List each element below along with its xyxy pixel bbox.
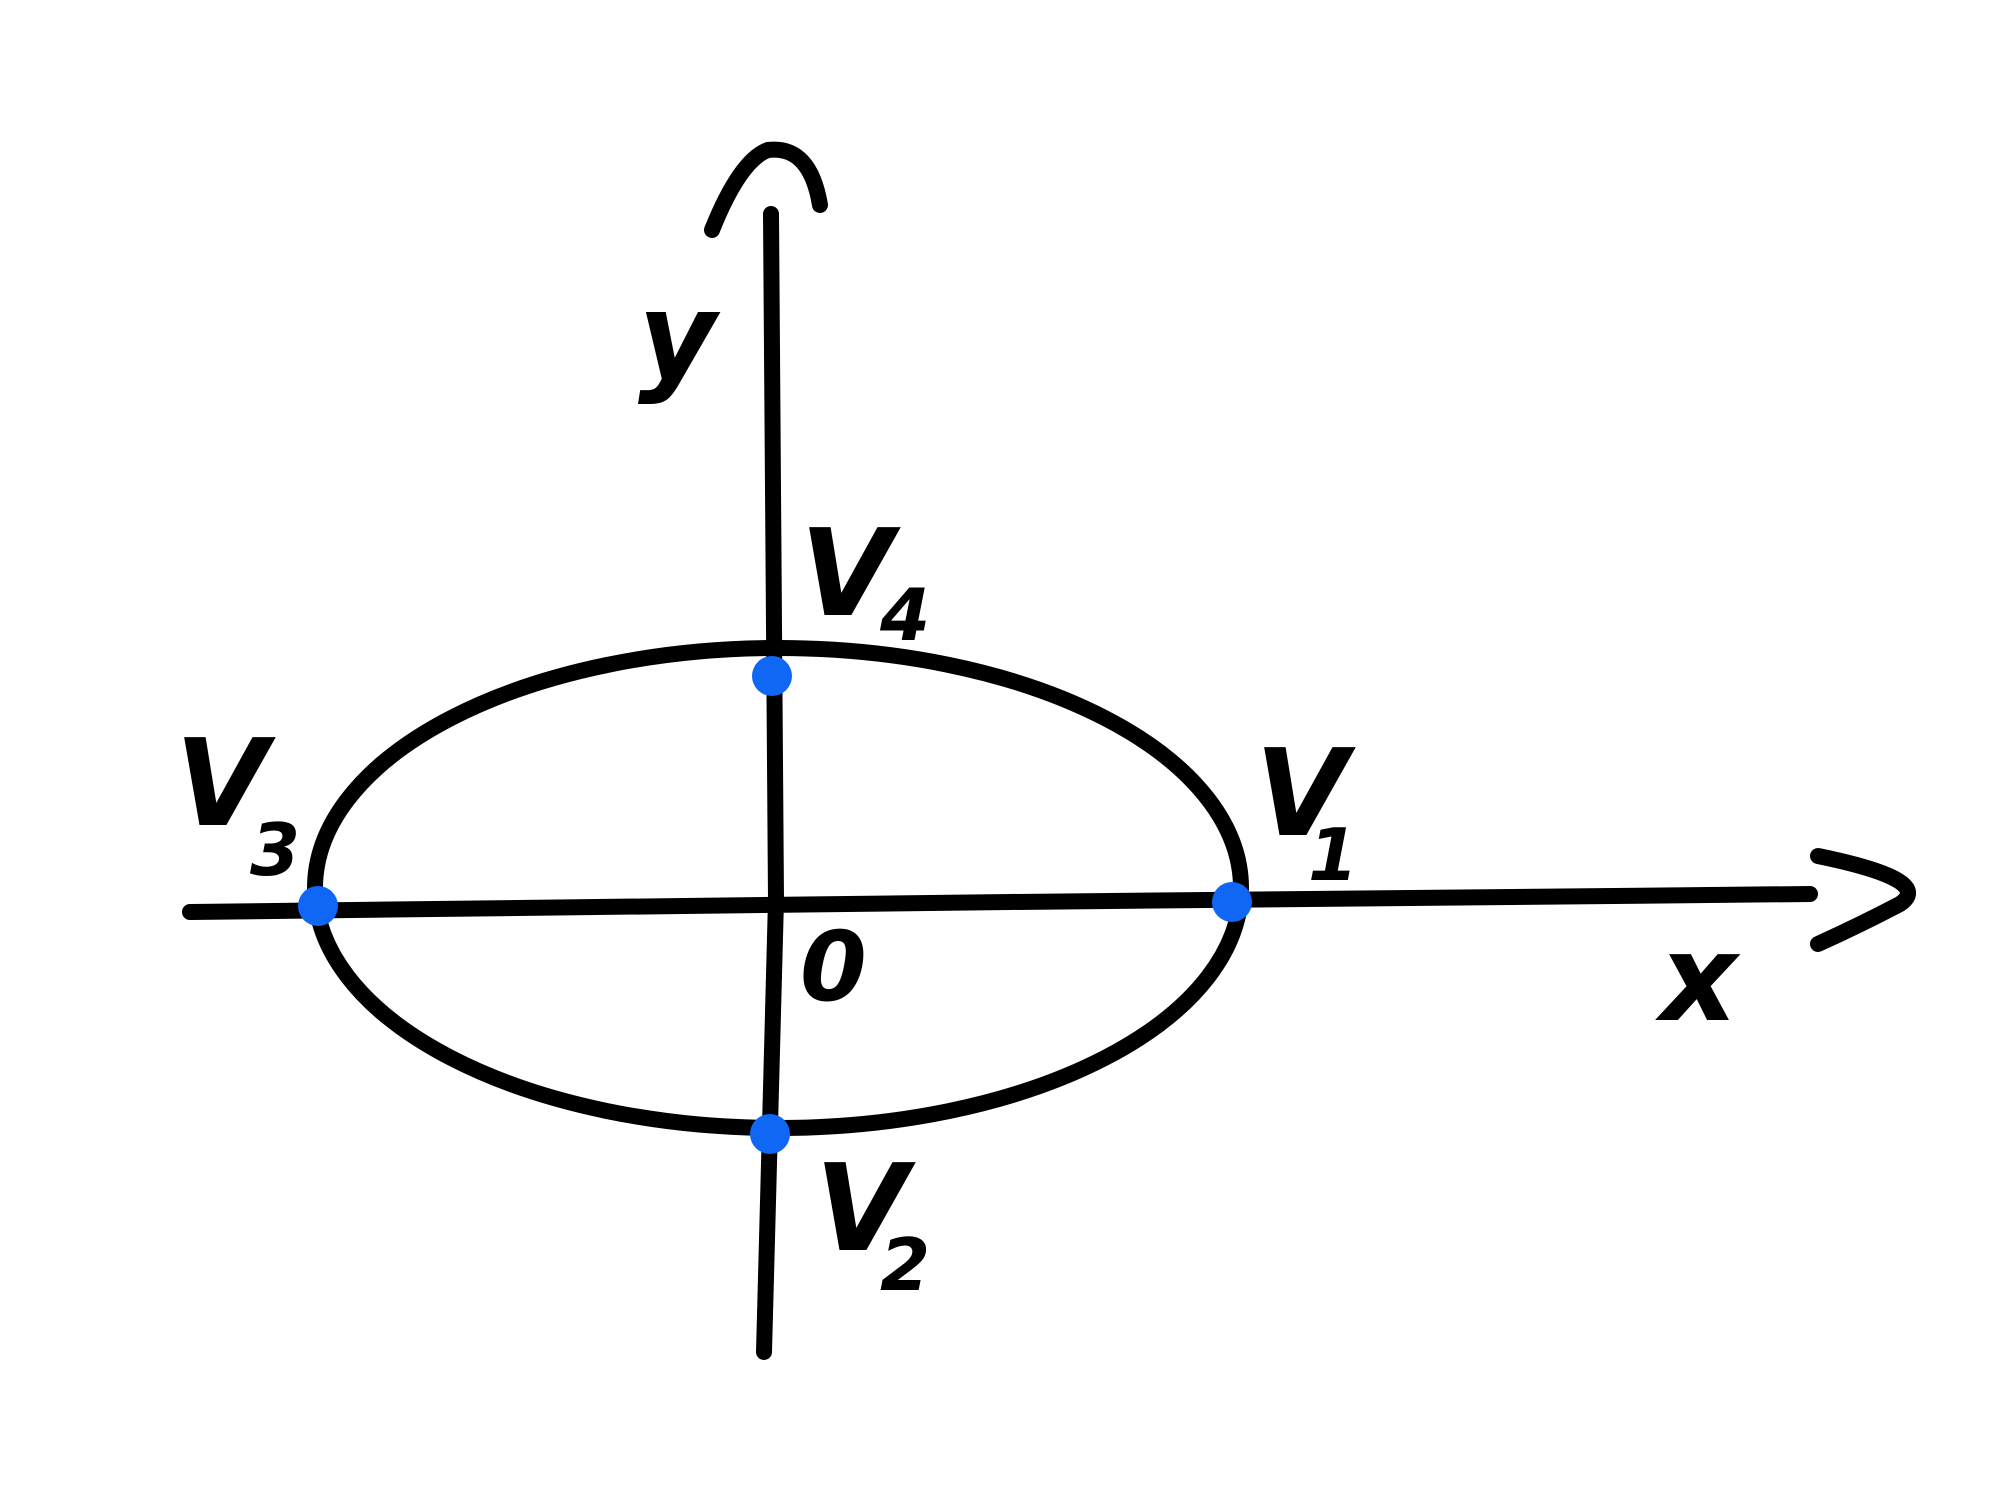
svg-text:4: 4 <box>879 573 930 657</box>
y-axis-label: y <box>638 268 721 407</box>
vertex-dot-v1 <box>1212 882 1252 922</box>
x-axis-arrowhead <box>1810 848 1916 952</box>
vertex-label-v2: V 2 <box>815 1140 930 1307</box>
svg-text:V: V <box>175 715 276 854</box>
y-axis <box>756 206 784 1360</box>
svg-text:2: 2 <box>880 1223 930 1307</box>
svg-text:V: V <box>815 1140 916 1279</box>
vertex-dot-v2 <box>750 1114 790 1154</box>
vertex-label-v1: V 1 <box>1255 725 1358 897</box>
svg-text:V: V <box>1255 725 1356 864</box>
y-axis-arrowhead <box>704 141 828 238</box>
vertex-label-v4: V 4 <box>800 505 930 657</box>
vertex-label-v3: V 3 <box>175 715 300 892</box>
svg-text:V: V <box>800 505 901 644</box>
x-axis-label: x <box>1655 910 1741 1049</box>
svg-text:3: 3 <box>250 808 300 892</box>
svg-text:1: 1 <box>1308 813 1358 897</box>
x-axis <box>182 886 1818 920</box>
vertex-dot-v3 <box>298 886 338 926</box>
origin-label: 0 <box>800 911 867 1023</box>
vertex-dot-v4 <box>752 656 792 696</box>
